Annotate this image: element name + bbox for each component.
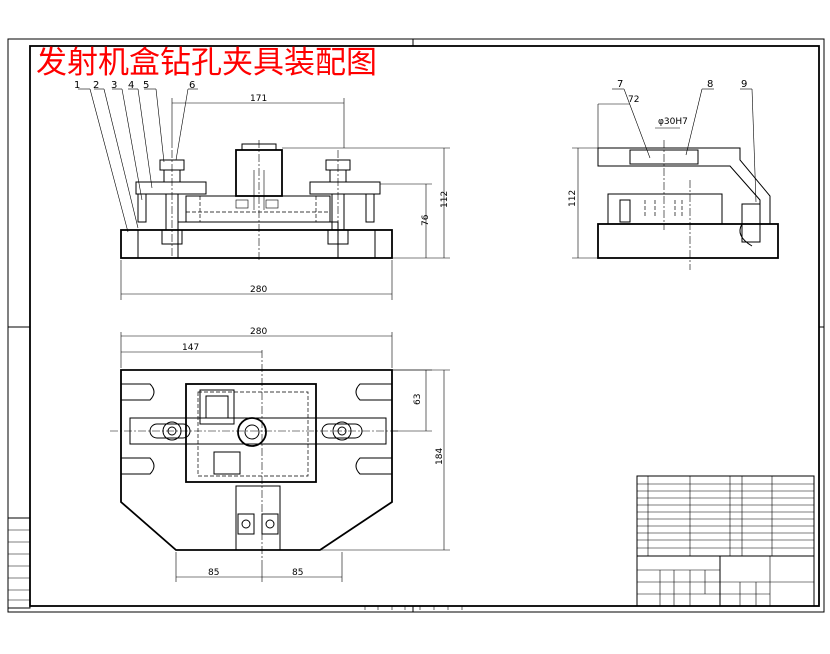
part-label-1: 1	[74, 80, 80, 91]
bottom-scale	[364, 605, 463, 610]
dim-side-height: 112	[568, 190, 578, 207]
top-view: 280 147 63 184 85 85	[110, 327, 450, 582]
part-leaders	[78, 88, 198, 233]
drawing-title: 发射机盒钻孔夹具装配图	[36, 45, 377, 81]
side-stamp-table	[7, 517, 31, 609]
dim-top-depth-a: 63	[413, 394, 423, 405]
part-label-6: 6	[189, 80, 195, 91]
dim-top-width: 280	[250, 327, 267, 337]
dim-top-depth-b: 184	[435, 448, 445, 465]
dim-top-half-right: 85	[292, 568, 303, 578]
parts-list-and-title-block	[636, 475, 815, 607]
inner-border	[29, 45, 820, 607]
side-view: 112 72 φ30H7 7 8 9	[568, 79, 779, 270]
dim-side-hole: φ30H7	[658, 117, 688, 127]
dim-front-width-top: 171	[250, 94, 267, 104]
part-label-4: 4	[128, 80, 134, 91]
part-label-8: 8	[707, 79, 713, 90]
part-label-2: 2	[93, 80, 99, 91]
part-label-9: 9	[741, 79, 747, 90]
part-label-7: 7	[617, 79, 623, 90]
dim-side-angle: 72	[628, 95, 639, 105]
part-label-3: 3	[111, 80, 117, 91]
dim-front-base-width: 280	[250, 285, 267, 295]
front-view: 171 280 112 76 1 2 3	[74, 80, 450, 300]
dim-front-height-inner: 76	[421, 214, 431, 226]
outer-border	[7, 38, 825, 613]
dim-top-half-left: 85	[208, 568, 219, 578]
dim-front-height-outer: 112	[440, 191, 450, 208]
dim-top-offset: 147	[182, 343, 199, 353]
part-label-5: 5	[143, 80, 149, 91]
